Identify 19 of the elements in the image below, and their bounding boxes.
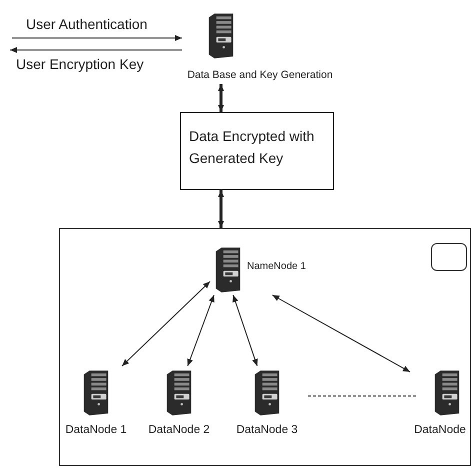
arrow [218,84,224,112]
server-label: DataNode 2 [147,422,211,438]
container-box [59,228,471,466]
arrow [218,190,224,228]
arrow [187,294,214,366]
server-label: Data Base and Key Generation [186,68,334,84]
server-label: DataNode 1 [64,422,128,438]
arrow [122,280,210,366]
server-label: DataNode [413,422,467,438]
server-label: DataNode 3 [235,422,299,438]
edge-label: User Authentication [26,16,148,32]
arrow [272,294,410,372]
process-box: Data Encrypted with Generated Key [180,112,334,190]
arrow [232,294,258,366]
arrow [10,47,182,53]
server-label: NameNode 1 [247,260,306,274]
rounded-box [431,243,467,271]
arrow [12,35,182,41]
edge-label: User Encryption Key [16,56,144,72]
